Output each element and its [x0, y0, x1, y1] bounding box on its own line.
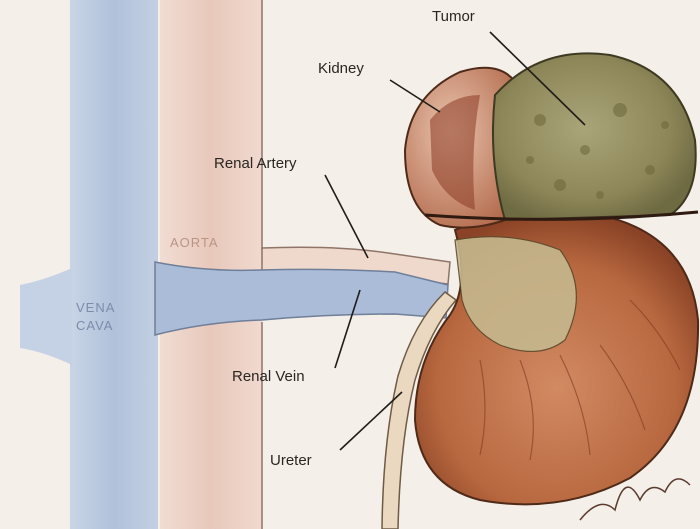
label-kidney: Kidney [318, 60, 364, 77]
label-vena-cava-line1: VENA [76, 300, 115, 315]
label-aorta: AORTA [170, 235, 219, 250]
label-ureter: Ureter [270, 452, 312, 469]
label-renal-vein: Renal Vein [232, 368, 305, 385]
label-renal-artery: Renal Artery [214, 155, 297, 172]
vena-cava [70, 0, 158, 529]
label-vena-cava-line2: CAVA [76, 318, 113, 333]
label-tumor: Tumor [432, 8, 475, 25]
aorta [160, 0, 262, 529]
